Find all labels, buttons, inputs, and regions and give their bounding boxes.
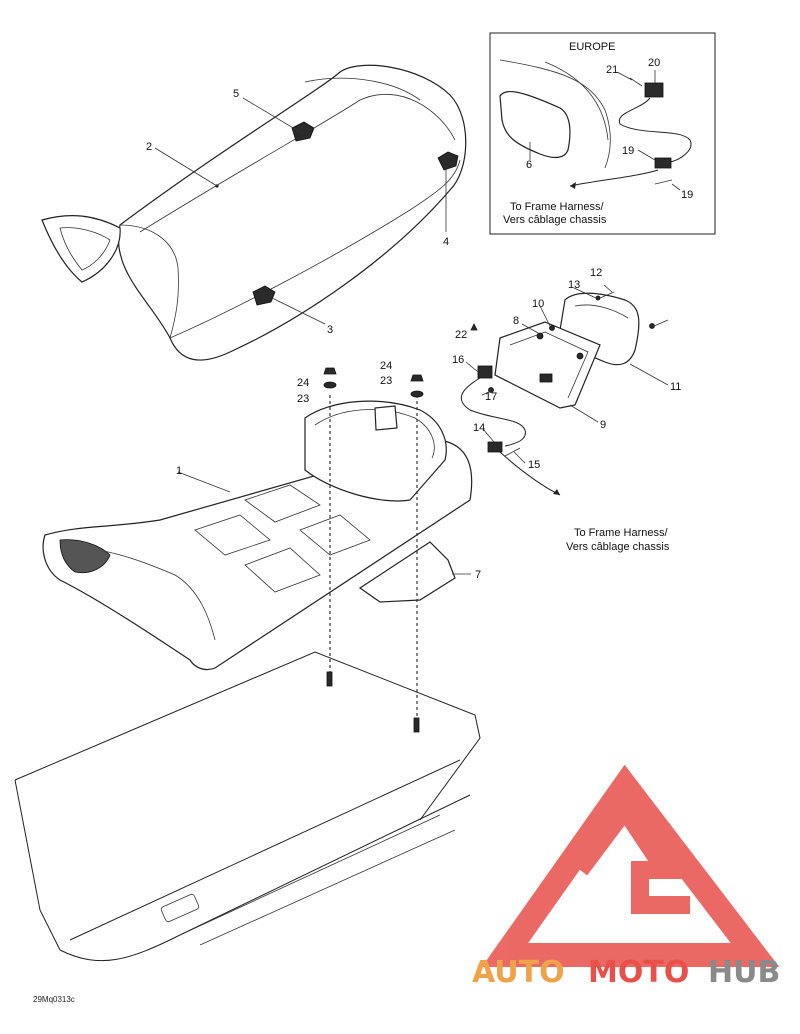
callout-21: 21 [606,64,618,76]
harness-note-line1: To Frame Harness/ [574,527,668,539]
europe-inset [489,32,716,235]
watermark-word-hub: HUB [708,955,780,990]
seat-drawing [41,64,467,361]
callout-19b: 19 [681,189,693,201]
callout-24a: 24 [297,377,309,389]
inset-title: EUROPE [569,41,615,53]
watermark-triangle-icon [481,764,780,967]
inset-harness-note-line1: To Frame Harness/ [510,201,604,213]
callout-4: 4 [443,236,449,248]
watermark-logo: AUTO MOTO HUB [472,764,780,990]
watermark-word-moto: MOTO [588,955,689,990]
callout-7: 7 [475,569,481,581]
callout-19a: 19 [622,145,634,157]
callout-10: 10 [532,298,544,310]
callout-15: 15 [528,459,540,471]
callout-17: 17 [485,391,497,403]
callout-12: 12 [590,267,602,279]
callout-14: 14 [473,422,485,434]
watermark-word-auto: AUTO [472,955,565,990]
callout-2: 2 [146,141,152,153]
callout-22: 22 [455,329,467,341]
studs-hardware [323,367,424,733]
callout-23b: 23 [380,375,392,387]
callout-13: 13 [568,279,580,291]
drawing-code: 29Mq0313c [33,995,75,1004]
callout-23a: 23 [297,393,309,405]
inset-harness-note-line2: Vers câblage chassis [503,214,607,226]
harness-note-line2: Vers câblage chassis [566,541,670,553]
seat-base-drawing [42,400,473,671]
callout-1: 1 [176,465,182,477]
callout-3: 3 [327,324,333,336]
callout-9: 9 [600,419,606,431]
callout-6: 6 [526,159,532,171]
callout-8: 8 [513,315,519,327]
callout-24b: 24 [380,360,392,372]
tunnel-drawing [14,651,481,962]
taillight-assembly [460,291,669,496]
callout-labels: 1 2 3 4 5 6 7 8 9 10 11 12 13 14 15 16 1… [146,57,693,581]
callout-11: 11 [670,381,681,393]
callout-5: 5 [233,88,239,100]
callout-16: 16 [452,354,464,366]
leader-lines [154,70,681,575]
callout-20: 20 [648,57,660,69]
